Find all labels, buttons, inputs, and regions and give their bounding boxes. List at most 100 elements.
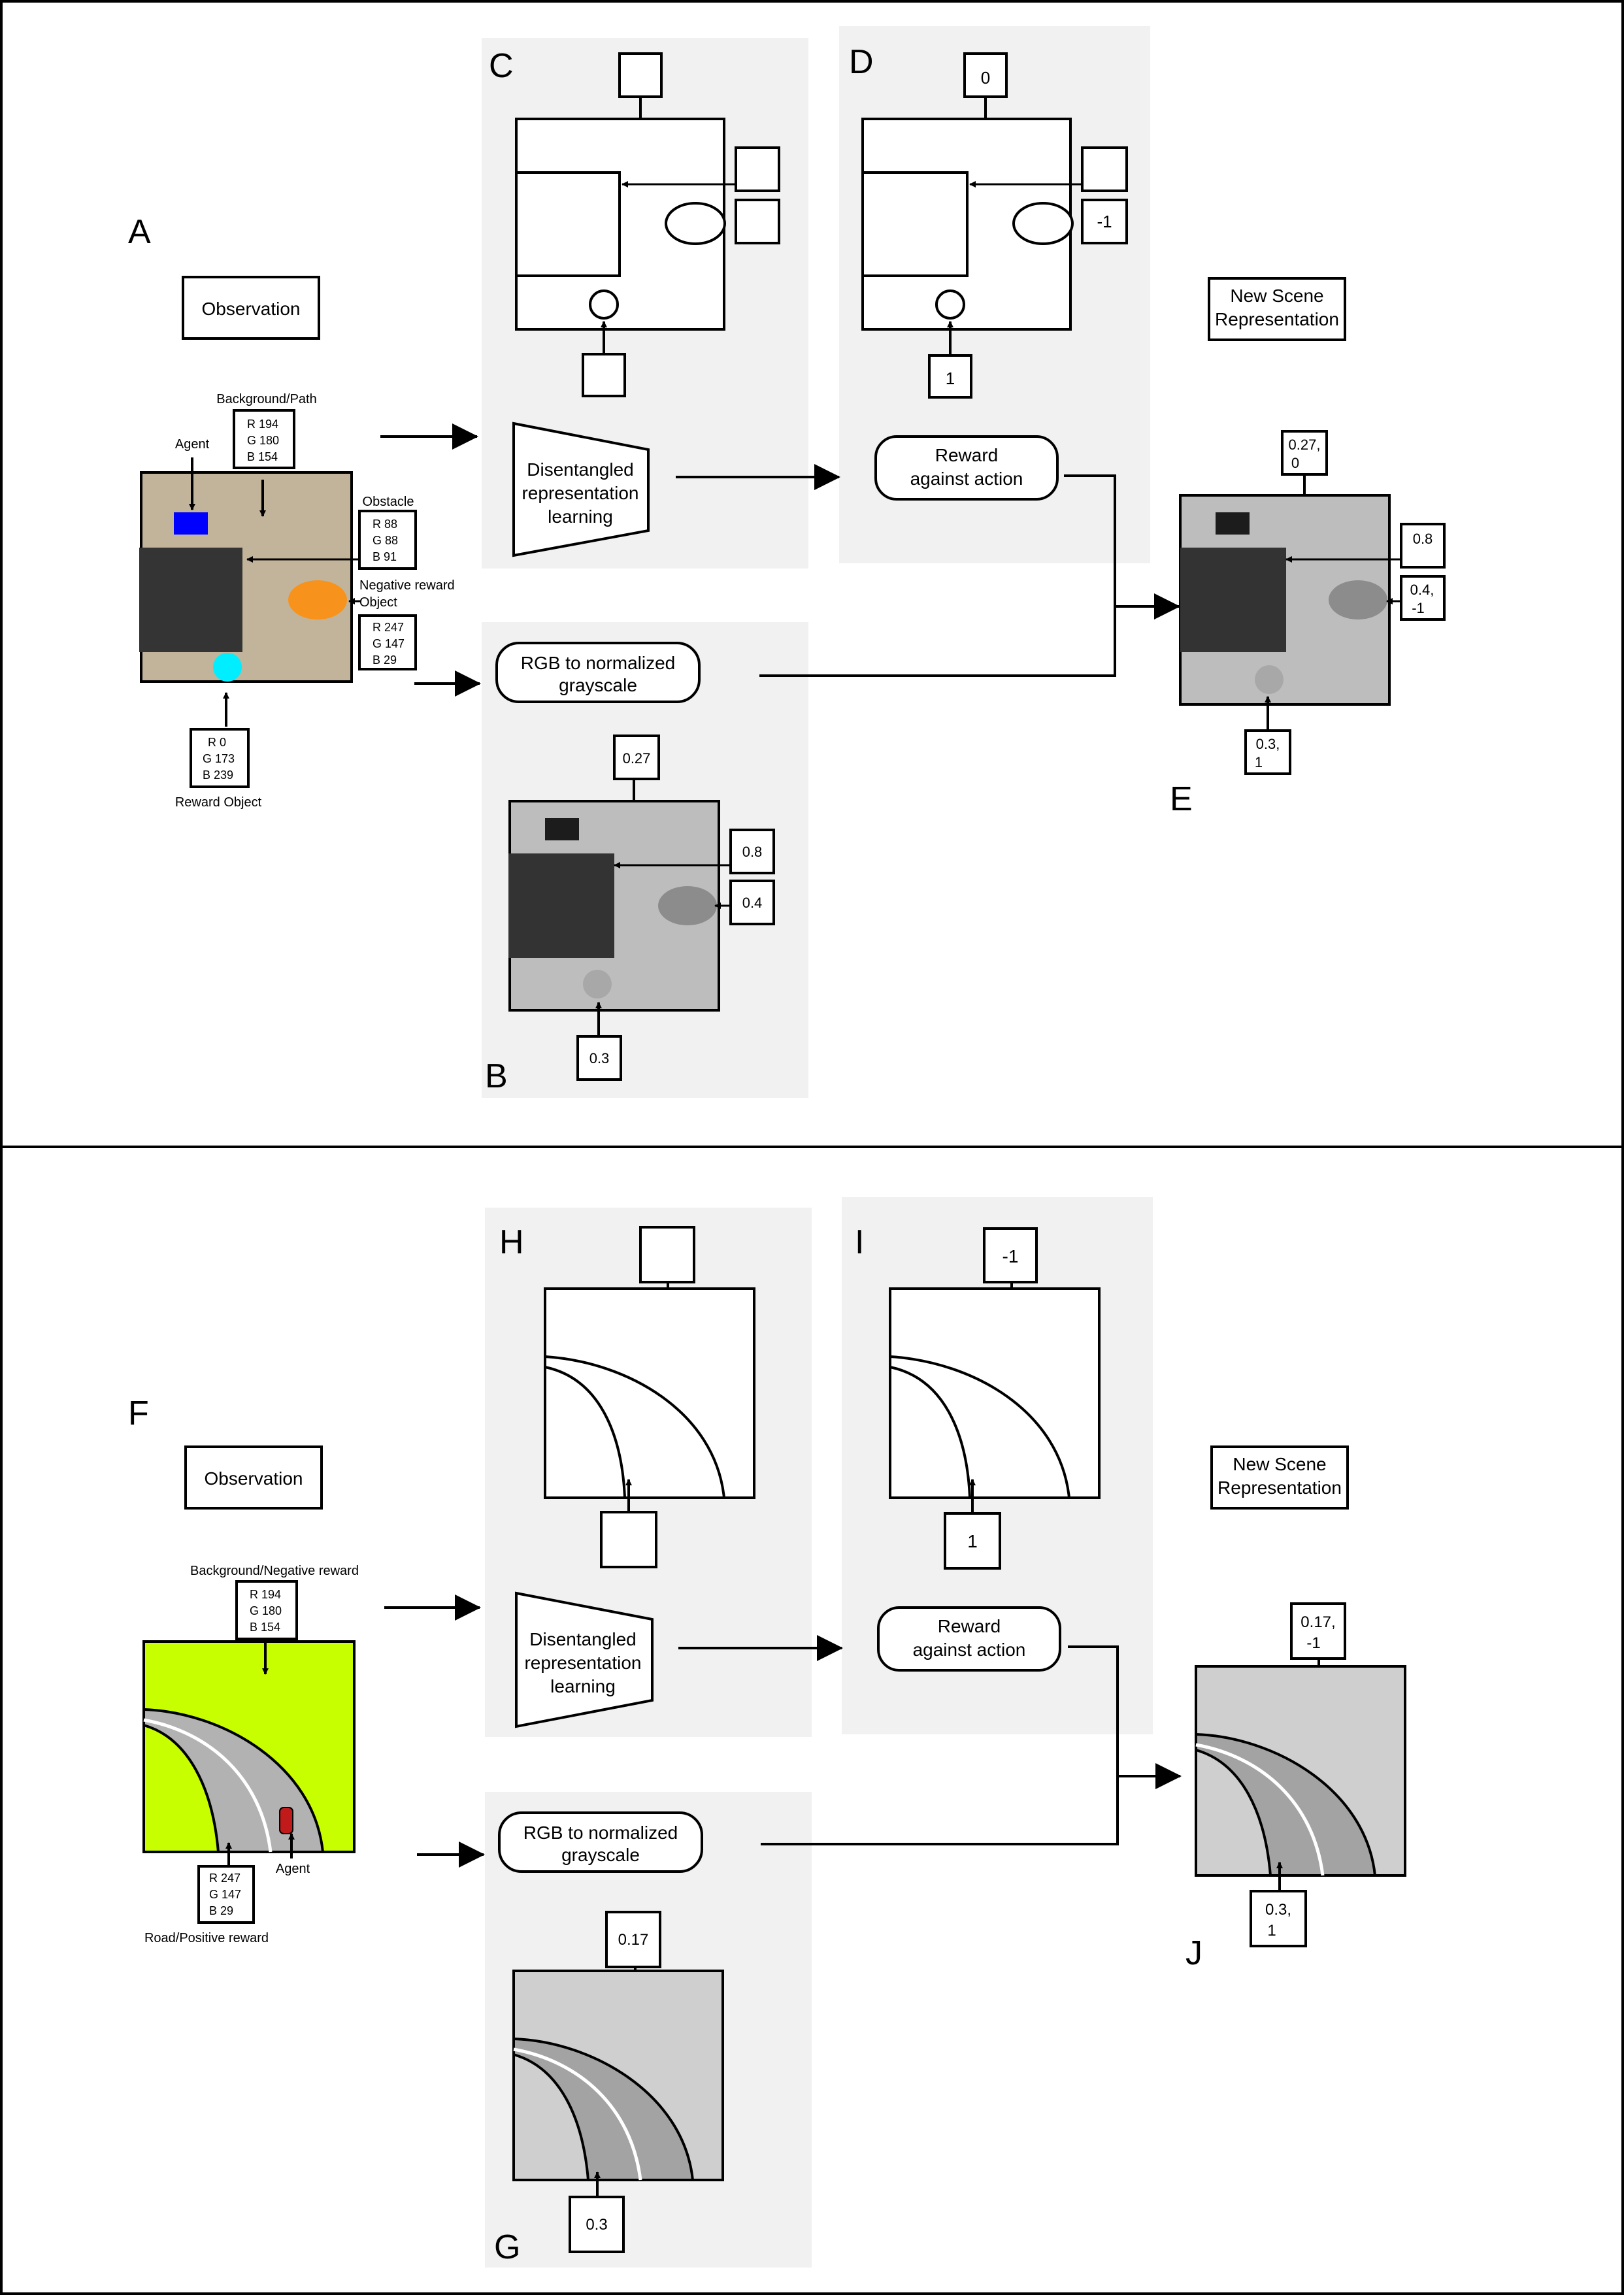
agent-label: Agent (175, 437, 210, 452)
gray-value-reward: 0.3 (589, 1050, 610, 1066)
new-value-background-2: 0 (1291, 455, 1299, 471)
reward-value-reward: 1 (946, 369, 955, 388)
rgb-to-gray-line-1: RGB to normalized (521, 653, 676, 673)
bottom-frame (0, 1146, 1624, 2295)
obstacle-r: R 88 (373, 518, 397, 531)
negative-object (288, 580, 347, 619)
panel-letter-C: C (489, 47, 514, 85)
new-scene-box-bottom (1210, 1445, 1349, 1510)
background-path-label: Background/Path (216, 392, 316, 406)
reward-object (213, 653, 242, 682)
panel-letter-G: G (494, 2228, 520, 2266)
new-value-background-1: 0.27, (1289, 437, 1321, 453)
panel-letter-B: B (485, 1057, 508, 1095)
observation-label: Observation (202, 299, 301, 319)
new-value-background-bottom-1: 0.17, (1301, 1613, 1335, 1631)
road-label: Road/Positive reward (144, 1931, 269, 1945)
obstacle-rgb-box (358, 510, 417, 570)
obstacle-label: Obstacle (363, 495, 414, 509)
new-value-negative-1: 0.4, (1410, 582, 1434, 598)
background-g: G 180 (247, 434, 279, 447)
obstacle-rect (139, 548, 242, 652)
negative-reward-label-1: Negative reward (359, 578, 455, 593)
rgb-to-gray-line-2: grayscale (559, 675, 637, 695)
disentangled-line-3: learning (548, 506, 613, 527)
schematic-I (889, 1287, 1101, 1499)
new-value-reward-2: 1 (1255, 754, 1263, 770)
reward-against-action-block-bottom (877, 1606, 1061, 1672)
panel-letter-I: I (855, 1223, 864, 1261)
reward-against-bottom-line-1: Reward (938, 1616, 1001, 1636)
disentangled-block-bottom (515, 1591, 654, 1728)
schematic-H (544, 1287, 755, 1499)
panel-letter-D: D (849, 43, 874, 81)
gray-value-negative: 0.4 (742, 895, 763, 911)
panel-letter-H: H (499, 1223, 524, 1261)
agent-car (279, 1807, 293, 1834)
rgb-to-gray-block-bottom (498, 1811, 703, 1873)
reward-against-line-1: Reward (935, 445, 998, 465)
new-value-negative-2: -1 (1412, 600, 1425, 616)
bottom-background-b: B 154 (250, 1621, 280, 1634)
new-scene-bottom-line-1: New Scene (1233, 1454, 1326, 1474)
new-value-road-2: 1 (1267, 1922, 1276, 1940)
new-value-obstacle: 0.8 (1413, 531, 1433, 547)
bottom-background-r: R 194 (250, 1588, 281, 1601)
disentangled-line-1: Disentangled (527, 459, 633, 480)
obstacle-b: B 91 (373, 550, 397, 563)
panel-letter-E: E (1170, 780, 1193, 818)
disentangled-block (512, 421, 650, 557)
negative-r: R 247 (373, 621, 404, 634)
background-rgb-box-bottom (235, 1580, 298, 1640)
gray-value-background: 0.27 (623, 750, 651, 767)
negative-b: B 29 (373, 653, 397, 667)
reward-value-road: 1 (967, 1531, 978, 1551)
new-scene-bottom-line-2: Representation (1218, 1478, 1342, 1498)
road-r: R 247 (209, 1872, 240, 1885)
background-negative-label: Background/Negative reward (190, 1564, 359, 1578)
road-rgb-box (197, 1865, 255, 1924)
road-b: B 29 (209, 1904, 233, 1917)
observation-box (182, 276, 320, 340)
background-b: B 154 (247, 450, 278, 463)
reward-against-line-2: against action (910, 469, 1023, 489)
negative-reward-label-2: Object (359, 595, 397, 610)
road-g: G 147 (209, 1888, 241, 1901)
rgb-to-gray-bottom-line-2: grayscale (561, 1845, 640, 1865)
disentangled-bottom-line-2: representation (524, 1653, 641, 1673)
new-value-road-1: 0.3, (1265, 1901, 1291, 1919)
observation-box-bottom (184, 1445, 323, 1510)
gray-value-road: 0.3 (586, 2216, 607, 2234)
bottom-background-g: G 180 (250, 1604, 282, 1617)
reward-against-bottom-line-2: against action (913, 1640, 1026, 1660)
rgb-to-gray-block (495, 642, 701, 703)
agent-label-bottom: Agent (276, 1862, 310, 1876)
agent-rect (174, 512, 208, 535)
new-scene-line-1: New Scene (1230, 286, 1323, 306)
new-value-background-bottom-2: -1 (1306, 1634, 1320, 1652)
background-r: R 194 (247, 418, 278, 431)
reward-value-background: 0 (981, 68, 990, 88)
negative-g: G 147 (373, 637, 405, 650)
disentangled-line-2: representation (522, 483, 638, 503)
panel-letter-J: J (1185, 1934, 1202, 1972)
obstacle-g: G 88 (373, 534, 398, 547)
reward-value-background-bottom: -1 (1003, 1246, 1019, 1266)
rgb-to-gray-bottom-line-1: RGB to normalized (523, 1823, 678, 1843)
gray-value-background-bottom: 0.17 (618, 1931, 649, 1949)
reward-r: R 0 (208, 736, 226, 749)
negative-rgb-box (358, 614, 417, 670)
disentangled-bottom-line-3: learning (550, 1676, 616, 1696)
new-scene-box (1208, 277, 1346, 341)
reward-against-action-block (874, 435, 1059, 501)
reward-value-negative: -1 (1097, 212, 1112, 231)
observation-label-bottom: Observation (205, 1468, 303, 1489)
disentangled-bottom-line-1: Disentangled (529, 1629, 636, 1649)
gray-value-obstacle: 0.8 (742, 844, 763, 860)
panel-letter-A: A (128, 213, 151, 251)
reward-b: B 239 (203, 768, 233, 782)
reward-g: G 173 (203, 752, 235, 765)
reward-object-label: Reward Object (175, 795, 262, 810)
reward-rgb-box (190, 728, 250, 788)
panel-letter-F: F (128, 1395, 149, 1432)
